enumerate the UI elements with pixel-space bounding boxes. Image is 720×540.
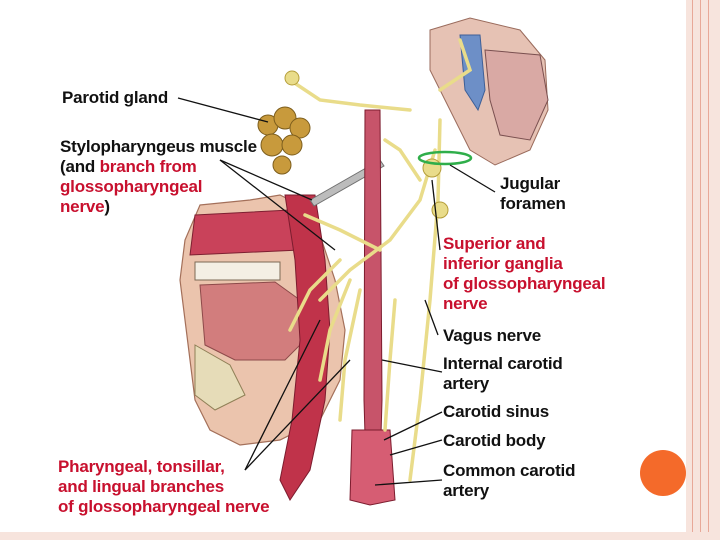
leader-pharyngeal-2 xyxy=(244,359,351,471)
tongue xyxy=(199,281,306,361)
label-internal-carotid: Internal carotid artery xyxy=(443,354,563,394)
jugular-foramen-ring xyxy=(417,150,473,166)
otic-ganglion-star xyxy=(284,70,300,86)
leader-common-carotid xyxy=(374,479,443,486)
label-line: Internal carotid xyxy=(443,354,563,373)
label-jugular-foramen: Jugular foramen xyxy=(500,174,566,214)
label-line: of glossopharyngeal nerve xyxy=(58,497,270,516)
frame-line-2 xyxy=(700,0,701,540)
label-text: ) xyxy=(104,197,110,216)
leader-ganglia xyxy=(431,179,441,251)
leader-carotid-sinus xyxy=(383,411,443,441)
label-line: Common carotid xyxy=(443,461,576,480)
leader-jugular xyxy=(449,164,496,193)
label-ganglia: Superior and inferior ganglia of glossop… xyxy=(443,234,606,314)
upper-teeth xyxy=(194,261,281,281)
leader-vagus xyxy=(424,299,439,336)
frame-line-1 xyxy=(692,0,693,540)
label-common-carotid: Common carotid artery xyxy=(443,461,575,501)
leader-parotid xyxy=(177,97,269,123)
label-carotid-sinus: Carotid sinus xyxy=(443,402,550,421)
label-line: artery xyxy=(443,374,490,393)
slide-frame-right xyxy=(686,0,720,540)
parotid-gland-shape xyxy=(257,106,311,175)
internal-carotid-artery xyxy=(363,109,383,471)
accent-circle xyxy=(640,450,686,496)
label-vagus-nerve: Vagus nerve xyxy=(443,326,541,345)
label-line: inferior ganglia xyxy=(443,254,563,273)
label-text: (and xyxy=(60,157,100,176)
leader-pharyngeal-1 xyxy=(244,319,321,471)
slide-frame-bottom xyxy=(0,532,720,540)
label-line: Jugular xyxy=(500,174,561,193)
label-line: of glossopharyngeal xyxy=(443,274,606,293)
label-line: and lingual branches xyxy=(58,477,225,496)
cerebellum xyxy=(484,49,549,141)
pharynx-muscle xyxy=(279,194,331,501)
label-line: artery xyxy=(443,481,490,500)
label-line: nerve xyxy=(443,294,488,313)
leader-stylopharyngeus xyxy=(219,159,336,251)
leader-stylopharyngeus-2 xyxy=(219,159,313,201)
label-pharyngeal-branches: Pharyngeal, tonsillar, and lingual branc… xyxy=(58,457,270,517)
mandible xyxy=(194,344,246,411)
label-stylopharyngeus-line2: (and branch from xyxy=(60,157,257,177)
label-carotid-body: Carotid body xyxy=(443,431,546,450)
common-carotid-artery xyxy=(349,429,396,506)
label-line: foramen xyxy=(500,194,566,213)
label-stylopharyngeus-line3: glossopharyngeal xyxy=(60,177,203,196)
label-text-red: branch from xyxy=(99,157,197,176)
glossopharyngeal-trunk xyxy=(318,148,437,302)
label-stylopharyngeus-line4: nerve) xyxy=(60,197,257,217)
label-stylopharyngeus: Stylopharyngeus muscle (and branch from … xyxy=(60,137,257,217)
label-line: Superior and xyxy=(443,234,546,253)
leader-internal-carotid xyxy=(381,359,443,373)
label-line: Pharyngeal, tonsillar, xyxy=(58,457,225,476)
label-text-red: nerve xyxy=(60,197,105,216)
frame-line-3 xyxy=(708,0,709,540)
label-parotid-gland: Parotid gland xyxy=(62,88,169,107)
leader-carotid-body xyxy=(389,439,443,456)
label-stylopharyngeus-line1: Stylopharyngeus muscle xyxy=(60,137,257,156)
